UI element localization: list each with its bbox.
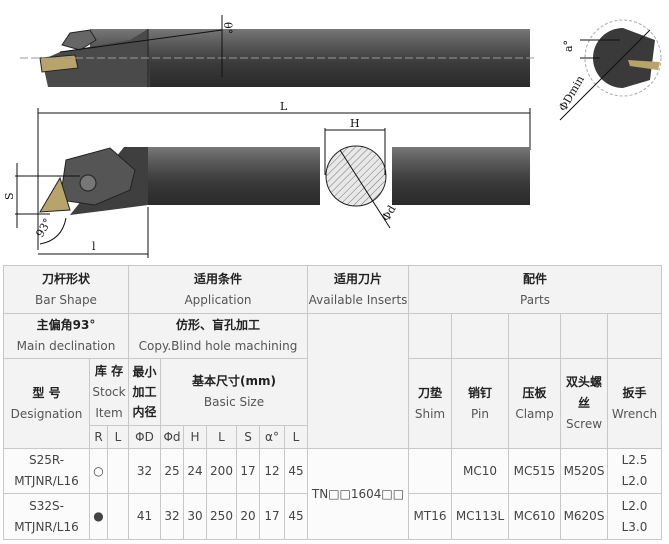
cell-D: 32 xyxy=(128,448,161,494)
table-row: S25R-MTJNR/L16 ○ 32 25 24 200 17 12 45 T… xyxy=(3,448,662,540)
H-label: H xyxy=(350,117,360,130)
cell-shim: MT16 xyxy=(408,493,452,540)
cell-d: 32 xyxy=(160,493,184,540)
side-view: L H Φd S 93° l xyxy=(3,100,531,258)
designation: S32S-MTJNR/L16 xyxy=(3,493,90,540)
cell-screw: M520S xyxy=(560,448,608,494)
l-label: l xyxy=(92,240,96,253)
cell-a: 17 xyxy=(259,493,285,540)
stock-l xyxy=(107,493,129,540)
cell-L: 200 xyxy=(206,448,237,494)
sub-header-a: α° xyxy=(259,425,285,449)
stock-r: ● xyxy=(89,493,108,540)
table-row: S32S-MTJNR/L16 ● 41 32 30 250 20 17 45 M… xyxy=(3,493,662,540)
cell-l: 45 xyxy=(284,493,308,540)
cell-H: 30 xyxy=(183,493,207,540)
sub-header-d: Φd xyxy=(160,425,184,449)
cell-shim xyxy=(408,448,452,494)
cell-clamp: MC610 xyxy=(508,493,561,540)
cell-wrench: L2.0 L3.0 xyxy=(607,493,662,540)
cell-a: 12 xyxy=(259,448,285,494)
cell-S: 17 xyxy=(236,448,260,494)
angle-label: 93° xyxy=(33,216,54,239)
cell-pin: MC10 xyxy=(451,448,509,494)
cell-l: 45 xyxy=(284,448,308,494)
theta-label: θ° xyxy=(221,22,234,34)
sub-header-D: ΦD xyxy=(128,425,161,449)
insert-cell: TN□□1604□□ xyxy=(307,448,409,540)
sub-header-H: H xyxy=(183,425,207,449)
cell-screw: M620S xyxy=(560,493,608,540)
main-declination: 主偏角93°Main declination xyxy=(3,313,129,359)
sub-header-L: L xyxy=(107,425,129,449)
cell-wrench: L2.5 L2.0 xyxy=(607,448,662,494)
stock-r: ○ xyxy=(89,448,108,494)
cell-H: 24 xyxy=(183,448,207,494)
end-view: ΦDmin a° xyxy=(556,19,662,121)
cell-L: 250 xyxy=(206,493,237,540)
top-view: θ° xyxy=(20,15,535,87)
sub-header-S: S xyxy=(236,425,260,449)
d-label: Φd xyxy=(379,203,398,223)
sub-header-Lb: L xyxy=(206,425,237,449)
a-label: a° xyxy=(562,40,575,52)
sub-header-l: L xyxy=(284,425,308,449)
sub-header-R: R xyxy=(89,425,108,449)
stock-l xyxy=(107,448,129,494)
cell-S: 20 xyxy=(236,493,260,540)
cell-pin: MC113L xyxy=(451,493,509,540)
S-label: S xyxy=(3,192,16,200)
cell-clamp: MC515 xyxy=(508,448,561,494)
cell-d: 25 xyxy=(160,448,184,494)
dmin-label: ΦDmin xyxy=(556,73,587,113)
cell-D: 41 xyxy=(128,493,161,540)
L-label: L xyxy=(280,100,288,113)
designation: S25R-MTJNR/L16 xyxy=(3,448,90,494)
boring-bar-drawing: θ° ΦDmin a° L H Φd S 93° l xyxy=(3,15,662,258)
min-bore-header: 最小加工内径 xyxy=(128,358,161,426)
basic-size-header: 基本尺寸(mm)Basic Size xyxy=(160,358,308,426)
